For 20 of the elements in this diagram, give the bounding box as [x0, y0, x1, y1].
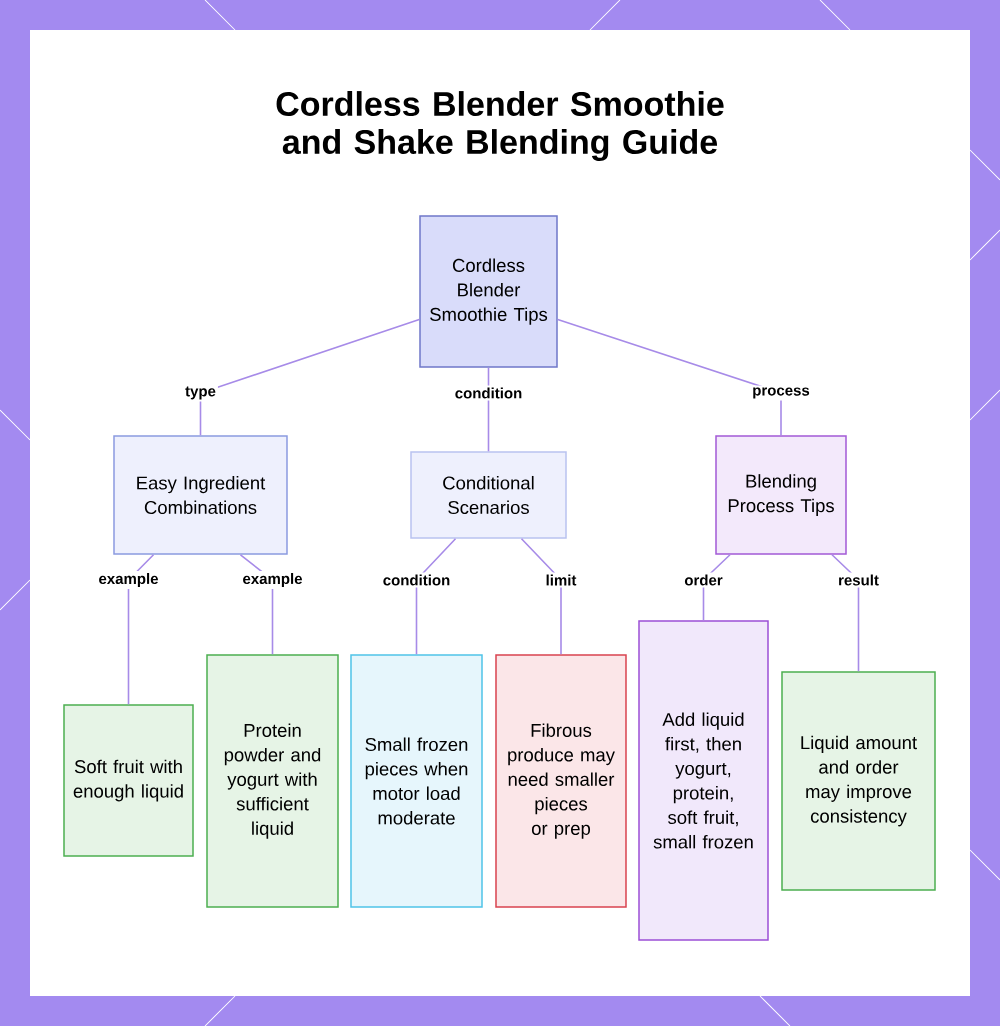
connector — [556, 318, 782, 437]
concept-box: Add liquid first, then yogurt, protein, soft fruit, small frozen — [638, 620, 769, 941]
concept-box: Blending Process Tips — [715, 435, 847, 555]
edge-label: process — [750, 385, 812, 401]
concept-box: Cordless Blender Smoothie Tips — [419, 215, 558, 368]
concept-box: Protein powder and yogurt with sufficient liquid — [206, 654, 339, 908]
edge-label: example — [96, 571, 161, 589]
title: Cordless Blender Smoothie and Shake Blending Guide — [276, 91, 724, 161]
concept-box: Conditional Scenarios — [410, 451, 567, 539]
concept-box: Small frozen pieces when motor load moderate — [350, 654, 483, 908]
concept-box: Easy Ingredient Combinations — [113, 435, 288, 555]
concept-box: Liquid amount and order may improve consistency — [781, 671, 936, 891]
edge-label: order — [682, 572, 725, 588]
edge-label: condition — [380, 572, 453, 588]
edge-label: result — [836, 572, 881, 588]
edge-label: condition — [452, 385, 525, 401]
connector — [199, 318, 421, 437]
concept-box: Soft fruit with enough liquid — [63, 704, 194, 857]
edge-label: example — [240, 571, 305, 589]
concept-box: Fibrous produce may need smaller pieces or prep — [495, 654, 627, 908]
